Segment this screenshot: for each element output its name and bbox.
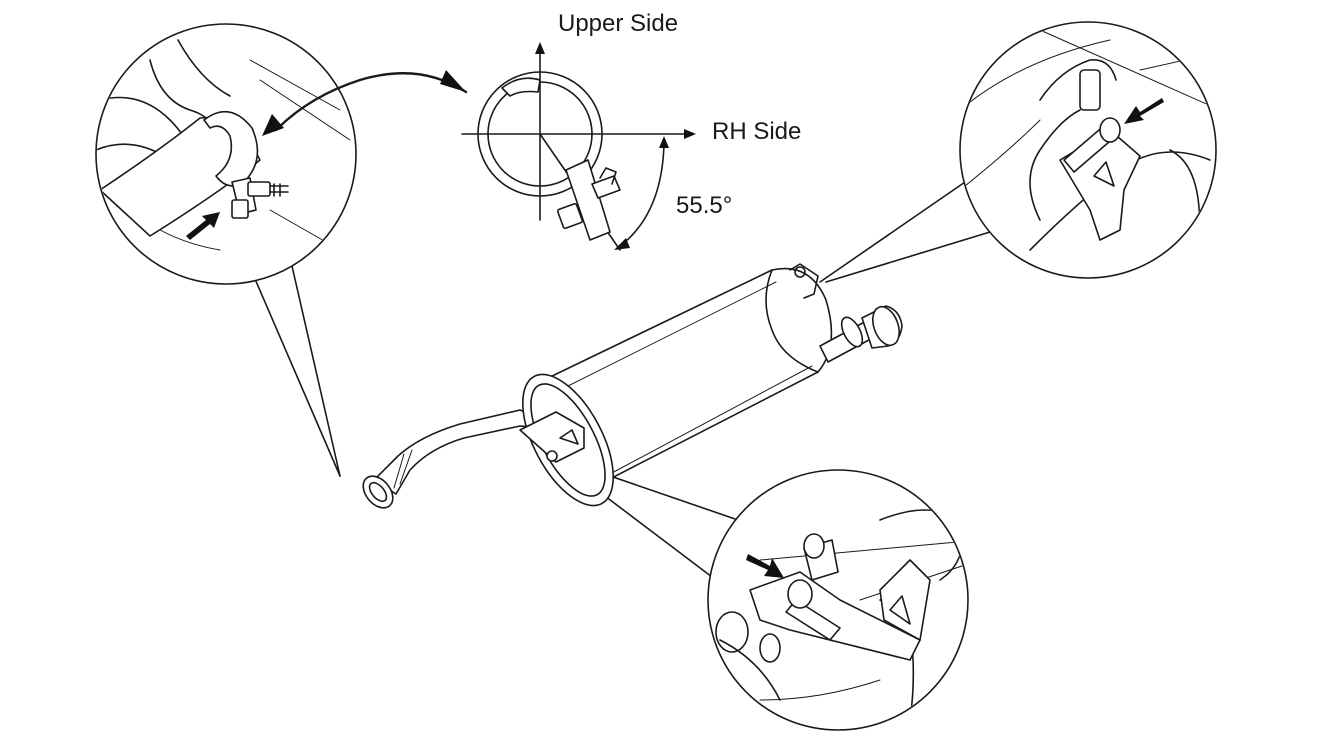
upper-side-label: Upper Side [558, 10, 679, 37]
pointer-arrow-icon [186, 212, 220, 240]
pointer-arrow-icon [1124, 98, 1164, 124]
muffler-body [547, 267, 833, 485]
clamp-orientation-inset [461, 42, 696, 251]
front-hanger-detail-view [707, 469, 969, 731]
pointer-arrow-icon [746, 554, 784, 578]
inlet-pipe [373, 409, 545, 495]
angle-label: 55.5° [676, 192, 733, 219]
muffler-assembly [362, 263, 903, 509]
clamp-detail-view [95, 23, 357, 285]
rear-hanger-bracket [789, 263, 819, 299]
clamp-ring [203, 110, 259, 187]
curved-arrow-icon [262, 70, 468, 136]
rear-hanger-detail-view [959, 21, 1217, 279]
rh-side-label: RH Side [712, 118, 802, 145]
